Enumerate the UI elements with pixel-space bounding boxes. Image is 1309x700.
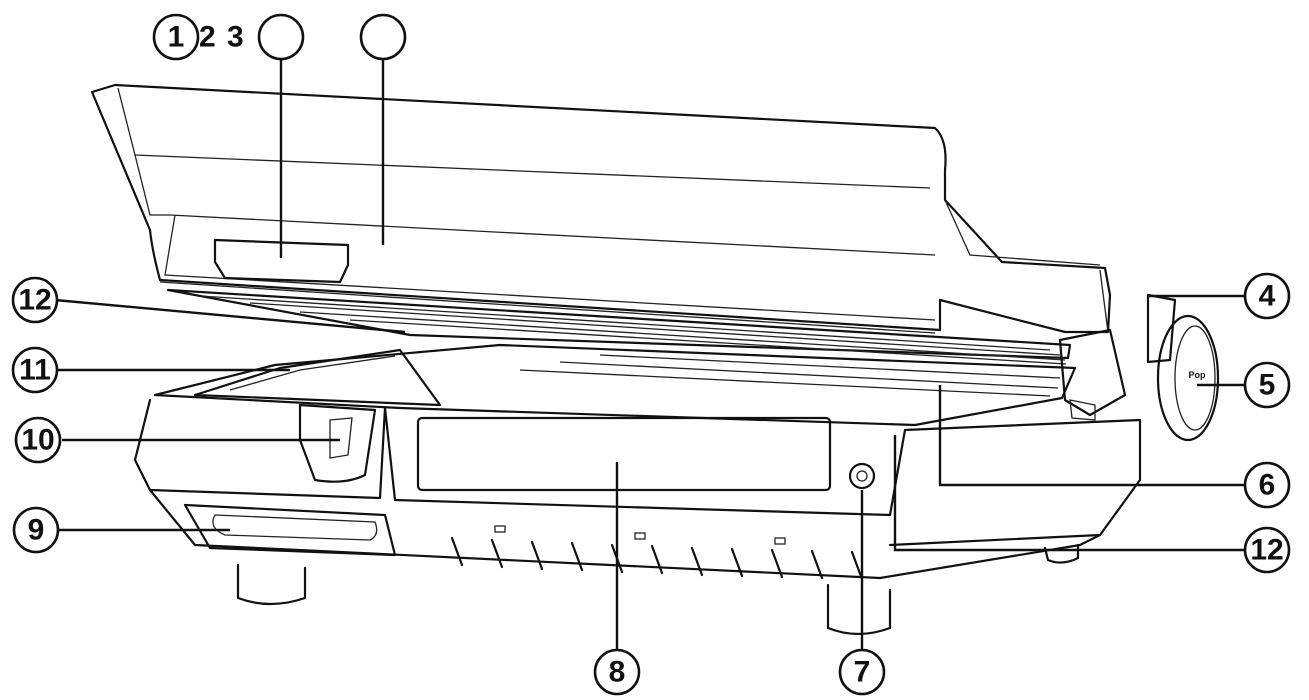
callout-12-bottom: 12 bbox=[1243, 526, 1291, 574]
dial-label: Pop bbox=[1189, 370, 1207, 380]
callout-8: 8 bbox=[593, 648, 641, 696]
callout-blank-a bbox=[257, 13, 305, 61]
drip-tray-handle bbox=[183, 503, 397, 557]
svg-text:7: 7 bbox=[854, 656, 871, 689]
callout-4: 4 bbox=[1243, 272, 1291, 320]
plate-release-lever bbox=[298, 403, 377, 483]
svg-text:12: 12 bbox=[18, 284, 51, 317]
callout-1: 1 bbox=[152, 13, 200, 61]
leader-lines bbox=[54, 56, 1245, 650]
svg-text:4: 4 bbox=[1259, 280, 1276, 313]
lid-handle-tab bbox=[213, 238, 350, 284]
callout-11: 11 bbox=[11, 346, 59, 394]
svg-text:11: 11 bbox=[19, 354, 51, 387]
upper-grill-plate bbox=[166, 288, 1072, 365]
callout-blank-b bbox=[359, 13, 407, 61]
foot-rear-right bbox=[1043, 543, 1080, 564]
foot-front-right bbox=[826, 583, 892, 636]
callout-5: 5 bbox=[1243, 361, 1291, 409]
svg-text:8: 8 bbox=[609, 656, 626, 689]
svg-text:6: 6 bbox=[1259, 469, 1276, 502]
control-panel-display bbox=[416, 416, 832, 492]
svg-text:10: 10 bbox=[21, 424, 54, 457]
svg-text:9: 9 bbox=[28, 514, 45, 547]
callout-6: 6 bbox=[1243, 461, 1291, 509]
power-button bbox=[848, 462, 876, 490]
callout-10: 10 bbox=[14, 416, 62, 464]
upper-lid bbox=[90, 83, 1112, 334]
callout-2: 2 bbox=[199, 21, 216, 54]
svg-text:1: 1 bbox=[168, 21, 185, 54]
temperature-dial: Pop bbox=[1156, 314, 1220, 442]
grill-base bbox=[133, 343, 1142, 636]
callout-7: 7 bbox=[838, 648, 886, 696]
callout-3: 3 bbox=[227, 21, 244, 54]
svg-text:12: 12 bbox=[1250, 534, 1283, 567]
vent-slots bbox=[450, 525, 864, 581]
hinge-assembly bbox=[1058, 293, 1177, 421]
callout-9: 9 bbox=[12, 506, 60, 554]
foot-front-left bbox=[236, 563, 307, 606]
svg-text:5: 5 bbox=[1259, 369, 1276, 402]
callout-12-top: 12 bbox=[11, 276, 59, 324]
